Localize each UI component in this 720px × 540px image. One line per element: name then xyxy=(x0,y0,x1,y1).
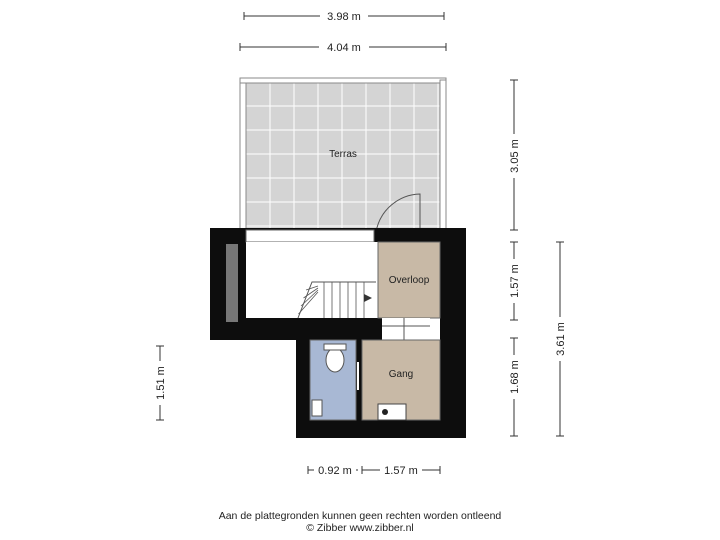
terras-door-swing xyxy=(375,193,421,233)
overloop-room: Overloop xyxy=(377,241,441,319)
footer-disclaimer: Aan de plattegronden kunnen geen rechten… xyxy=(218,510,502,522)
stair-winder-tread xyxy=(305,285,319,291)
stair-winder-tread xyxy=(303,287,319,299)
stair-void xyxy=(246,242,376,318)
window-left xyxy=(226,244,238,322)
overloop-floor xyxy=(377,241,441,319)
wall-bottom xyxy=(296,420,466,438)
terras-tile-grid xyxy=(246,82,440,230)
dim-right-overloop: 1.57 m xyxy=(509,264,521,298)
stair-winder-tread xyxy=(298,291,319,315)
dim-left-bathroom: 1.51 m xyxy=(155,366,167,400)
sink-icon xyxy=(311,399,323,417)
terras-railing-top xyxy=(239,77,447,84)
terras-railing-right xyxy=(439,79,447,237)
terras-railing-left xyxy=(239,79,247,237)
meter-cabinet-dot-icon xyxy=(382,409,388,415)
dim-right-total: 3.61 m xyxy=(555,322,567,356)
wall-landing-left xyxy=(376,318,382,340)
stair-outline xyxy=(297,281,376,319)
terras-door-frame xyxy=(245,229,375,243)
wall-left-lower xyxy=(296,318,310,438)
footer-copyright: © Zibber www.zibber.nl xyxy=(306,522,414,534)
stair-winder-tread xyxy=(300,289,319,307)
room-label-terras: Terras xyxy=(329,149,357,160)
terras-area: Terras xyxy=(239,77,447,237)
dim-top-inner: 4.04 m xyxy=(327,42,361,54)
meter-cabinet-icon xyxy=(377,403,407,421)
dim-bottom-gang: 1.57 m xyxy=(384,465,418,477)
gang-room: Gang xyxy=(361,339,441,421)
toilet-icon xyxy=(325,347,345,373)
dim-top-outer: 3.98 m xyxy=(327,11,361,23)
dim-right-terras: 3.05 m xyxy=(509,139,521,173)
landing-passage xyxy=(382,318,430,336)
dimension-labels: 3.98 m 4.04 m 3.05 m 1.57 m 1.68 m 3.61 … xyxy=(152,8,568,478)
wall-right xyxy=(440,228,466,438)
dim-bottom-bathroom: 0.92 m xyxy=(318,465,352,477)
stair-arrow-icon xyxy=(364,294,372,302)
terras-floor xyxy=(245,81,441,231)
room-label-gang: Gang xyxy=(389,369,413,380)
dim-right-gang: 1.68 m xyxy=(509,360,521,394)
toilet-tank-icon xyxy=(323,343,347,351)
wall-mid-horizontal xyxy=(210,318,376,340)
room-label-overloop: Overloop xyxy=(389,275,430,286)
bathroom xyxy=(309,339,359,421)
stairwell xyxy=(246,242,376,319)
